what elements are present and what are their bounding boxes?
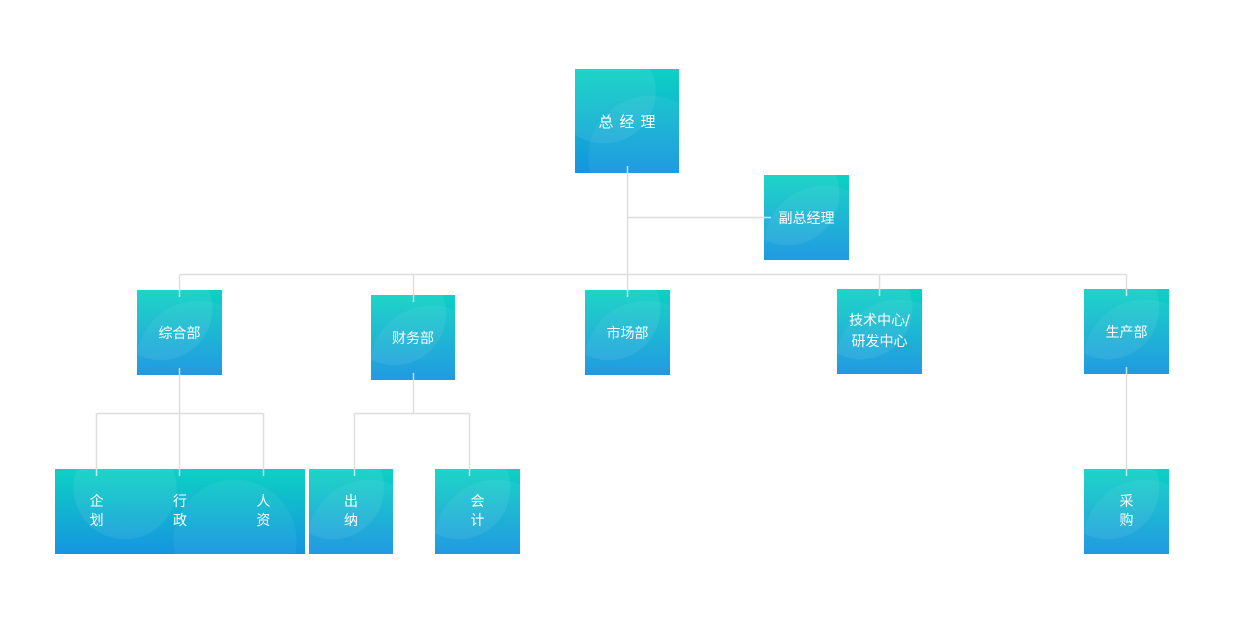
org-node-label: 企划 (89, 493, 104, 529)
org-node-group-general-dept-units[interactable]: 企划 行政 人资 (55, 469, 305, 554)
org-node-label: 人资 (256, 493, 271, 529)
org-node-general-department[interactable]: 综合部 (137, 290, 222, 375)
org-node-label: 会计 (470, 493, 485, 529)
org-node-tech-rnd-center[interactable]: 技术中心/ 研发中心 (837, 289, 922, 374)
org-node-finance-department[interactable]: 财务部 (371, 295, 455, 380)
org-node-general-manager[interactable]: 总经理 (575, 69, 679, 173)
org-node-label: 总经理 (598, 112, 662, 131)
org-node-label: 采购 (1119, 493, 1134, 529)
org-node-label: 出纳 (344, 493, 358, 529)
org-node-human-resources[interactable]: 人资 (222, 469, 305, 554)
org-node-label: 行政 (172, 493, 187, 529)
org-node-purchasing[interactable]: 采购 (1084, 469, 1169, 554)
org-node-production-department[interactable]: 生产部 (1084, 289, 1169, 374)
org-node-administration[interactable]: 行政 (138, 469, 221, 554)
org-node-label: 综合部 (158, 325, 201, 342)
org-node-label: 市场部 (606, 325, 649, 342)
org-node-planning[interactable]: 企划 (55, 469, 138, 554)
org-node-label: 生产部 (1105, 324, 1148, 341)
org-node-label: 财务部 (392, 330, 434, 347)
org-node-deputy-general-manager[interactable]: 副总经理 (764, 175, 849, 260)
org-node-cashier[interactable]: 出纳 (309, 469, 393, 554)
org-node-label: 技术中心/ 研发中心 (849, 312, 910, 350)
org-node-label: 副总经理 (778, 210, 835, 227)
org-node-accounting[interactable]: 会计 (435, 469, 520, 554)
org-node-marketing-department[interactable]: 市场部 (585, 290, 670, 375)
